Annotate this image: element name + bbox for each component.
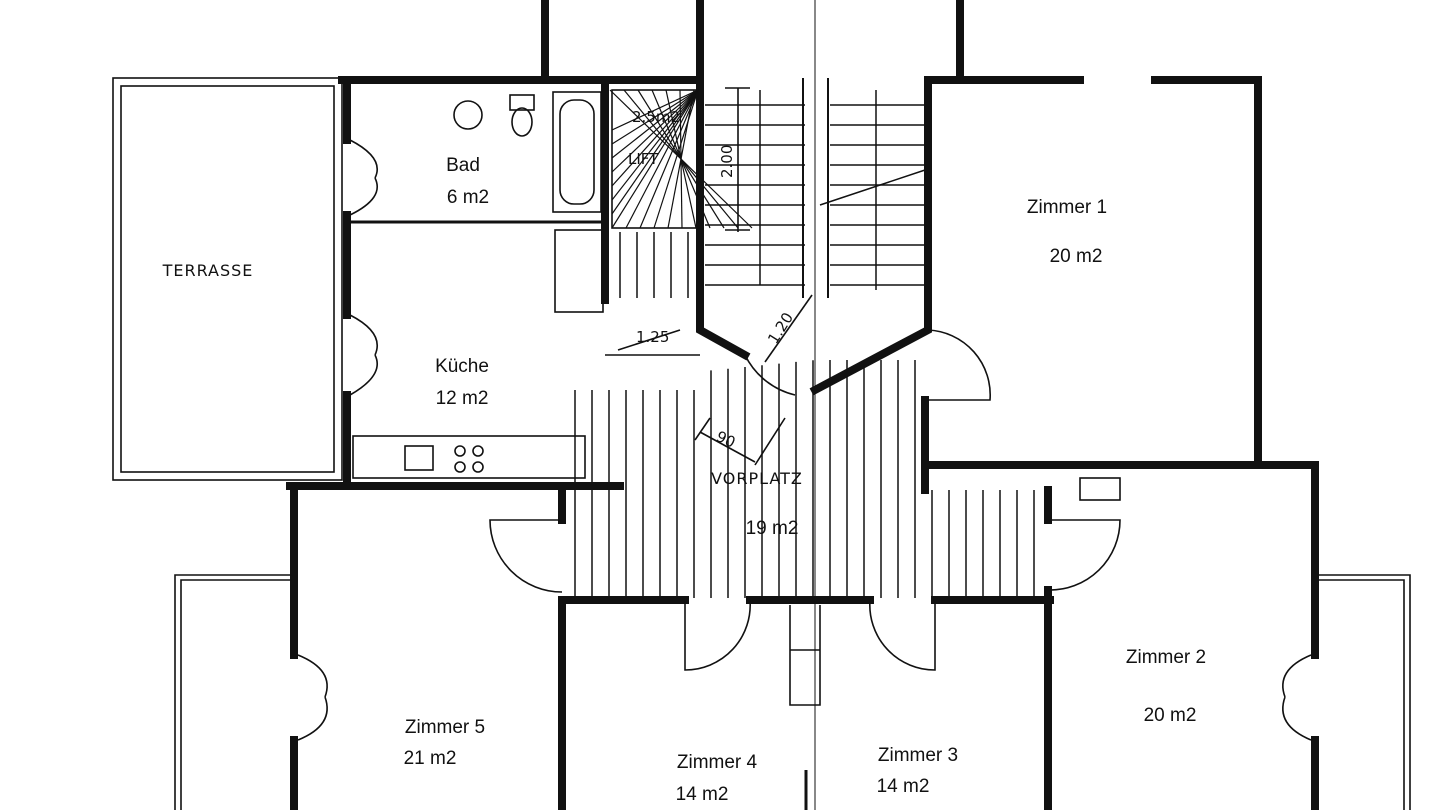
fixtures bbox=[352, 91, 1121, 706]
bathtub-icon bbox=[552, 91, 602, 213]
hatch-line bbox=[625, 89, 699, 229]
zimmer4-area: 14 m2 bbox=[676, 784, 729, 805]
lift-label: LIFT bbox=[628, 150, 659, 168]
doors bbox=[297, 139, 1312, 741]
handrail bbox=[819, 169, 926, 206]
hatch-line bbox=[611, 89, 699, 145]
vorplatz-label: VORPLATZ bbox=[711, 469, 803, 488]
hatch-line bbox=[653, 89, 699, 229]
zimmer5-label: Zimmer 5 bbox=[405, 717, 485, 738]
dim-landing-radius: 1.20 bbox=[764, 309, 797, 347]
dimension-lines bbox=[605, 87, 813, 466]
vorplatz-area: 19 m2 bbox=[746, 518, 799, 539]
vorplatz-floor-hatching bbox=[574, 232, 1035, 598]
kitchen-counter bbox=[352, 435, 586, 479]
hatch-line bbox=[667, 89, 695, 229]
zimmer3-label: Zimmer 3 bbox=[878, 745, 958, 766]
kueche-label: Küche bbox=[435, 356, 489, 377]
dim-door-width: 90 bbox=[713, 427, 738, 451]
washbasin-icon bbox=[1079, 477, 1121, 501]
zimmer2-label: Zimmer 2 bbox=[1126, 647, 1206, 668]
terrasse-label: TERRASSE bbox=[162, 261, 254, 280]
terrasse-outline bbox=[112, 77, 343, 481]
sink-icon bbox=[404, 445, 434, 471]
bad-area: 6 m2 bbox=[447, 187, 489, 208]
hatch-line bbox=[611, 89, 699, 201]
hatch-line bbox=[611, 89, 699, 187]
toilet-icon bbox=[509, 94, 535, 111]
hatch-line bbox=[611, 89, 699, 173]
zimmer1-area: 20 m2 bbox=[1050, 246, 1103, 267]
dim-stair-length: 2.00 bbox=[718, 145, 736, 178]
zimmer1-label: Zimmer 1 bbox=[1027, 197, 1107, 218]
staircase bbox=[705, 0, 926, 810]
washbasin-icon bbox=[453, 100, 483, 130]
kueche-area: 12 m2 bbox=[436, 388, 489, 409]
bad-label: Bad bbox=[446, 155, 480, 176]
zimmer3-area: 14 m2 bbox=[877, 776, 930, 797]
hatch-line bbox=[639, 89, 699, 229]
hatch-line bbox=[611, 89, 699, 215]
zimmer2-area: 20 m2 bbox=[1144, 705, 1197, 726]
hatch-line bbox=[611, 89, 699, 159]
lift-area: 2.5m2 bbox=[632, 108, 680, 126]
zimmer4-label: Zimmer 4 bbox=[677, 752, 758, 773]
lift-shaft bbox=[609, 89, 753, 229]
hatch-line bbox=[611, 89, 699, 229]
walls bbox=[286, 0, 1319, 810]
zimmer5-area: 21 m2 bbox=[404, 748, 457, 769]
balconies bbox=[174, 574, 1411, 810]
dim-lift-door: 1.25 bbox=[636, 328, 669, 346]
hatch-line bbox=[611, 89, 699, 131]
